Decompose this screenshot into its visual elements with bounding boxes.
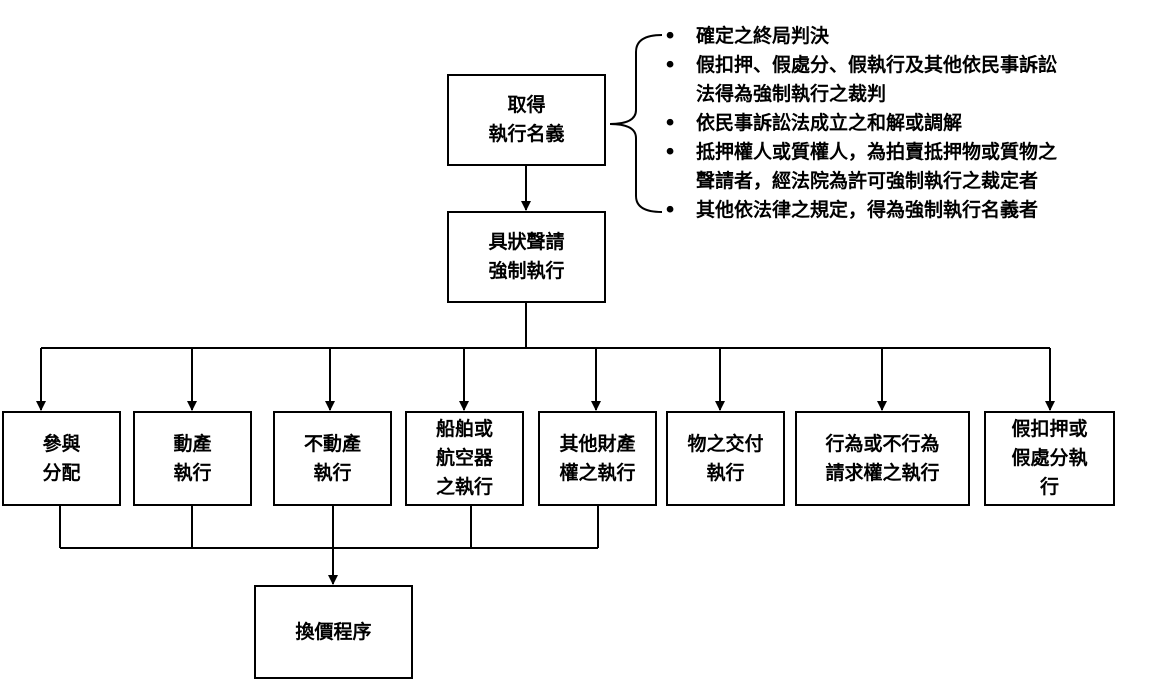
bullet-icon: •: [664, 141, 677, 163]
node-obtain-title: 取得 執行名義: [447, 74, 606, 166]
node-provisional: 假扣押或 假處分執 行: [984, 411, 1115, 506]
list-item-text: 確定之終局判決: [696, 25, 830, 47]
node-immovable: 不動產 執行: [273, 411, 392, 506]
list-item: • 依民事訴訟法成立之和解或調解: [664, 109, 1057, 138]
list-item: • 確定之終局判決: [664, 22, 1057, 51]
list-item-text: 依民事訴訟法成立之和解或調解: [696, 112, 963, 134]
bullet-icon: •: [664, 54, 677, 76]
bullet-icon: •: [664, 25, 677, 47]
list-item-text: 其他依法律之規定，得為強制執行名義者: [696, 199, 1039, 221]
execution-title-list: •確定之終局判決•假扣押、假處分、假執行及其他依民事訴訟 法得為強制執行之裁判•…: [664, 22, 1057, 225]
list-item: • 假扣押、假處分、假執行及其他依民事訴訟 法得為強制執行之裁判: [664, 51, 1057, 109]
list-item-text: 抵押權人或質權人，為拍賣抵押物或質物之 聲請者，經法院為許可強制執行之裁定者: [696, 141, 1058, 192]
list-item-text: 假扣押、假處分、假執行及其他依民事訴訟 法得為強制執行之裁判: [696, 54, 1058, 105]
node-participate: 參與 分配: [2, 411, 121, 506]
list-item: • 其他依法律之規定，得為強制執行名義者: [664, 196, 1057, 225]
bullet-icon: •: [664, 112, 677, 134]
list-item: • 抵押權人或質權人，為拍賣抵押物或質物之 聲請者，經法院為許可強制執行之裁定者: [664, 138, 1057, 196]
node-act-claim: 行為或不行為 請求權之執行: [795, 411, 970, 506]
node-ship-aircraft: 船舶或 航空器 之執行: [405, 411, 524, 506]
brace-shape: [609, 34, 663, 213]
node-other-property: 其他財產 權之執行: [538, 411, 657, 506]
node-apply: 具狀聲請 強制執行: [447, 211, 606, 303]
bullet-icon: •: [664, 199, 677, 221]
node-delivery: 物之交付 執行: [666, 411, 785, 506]
node-movable: 動產 執行: [133, 411, 252, 506]
node-realization: 換價程序: [254, 585, 413, 679]
